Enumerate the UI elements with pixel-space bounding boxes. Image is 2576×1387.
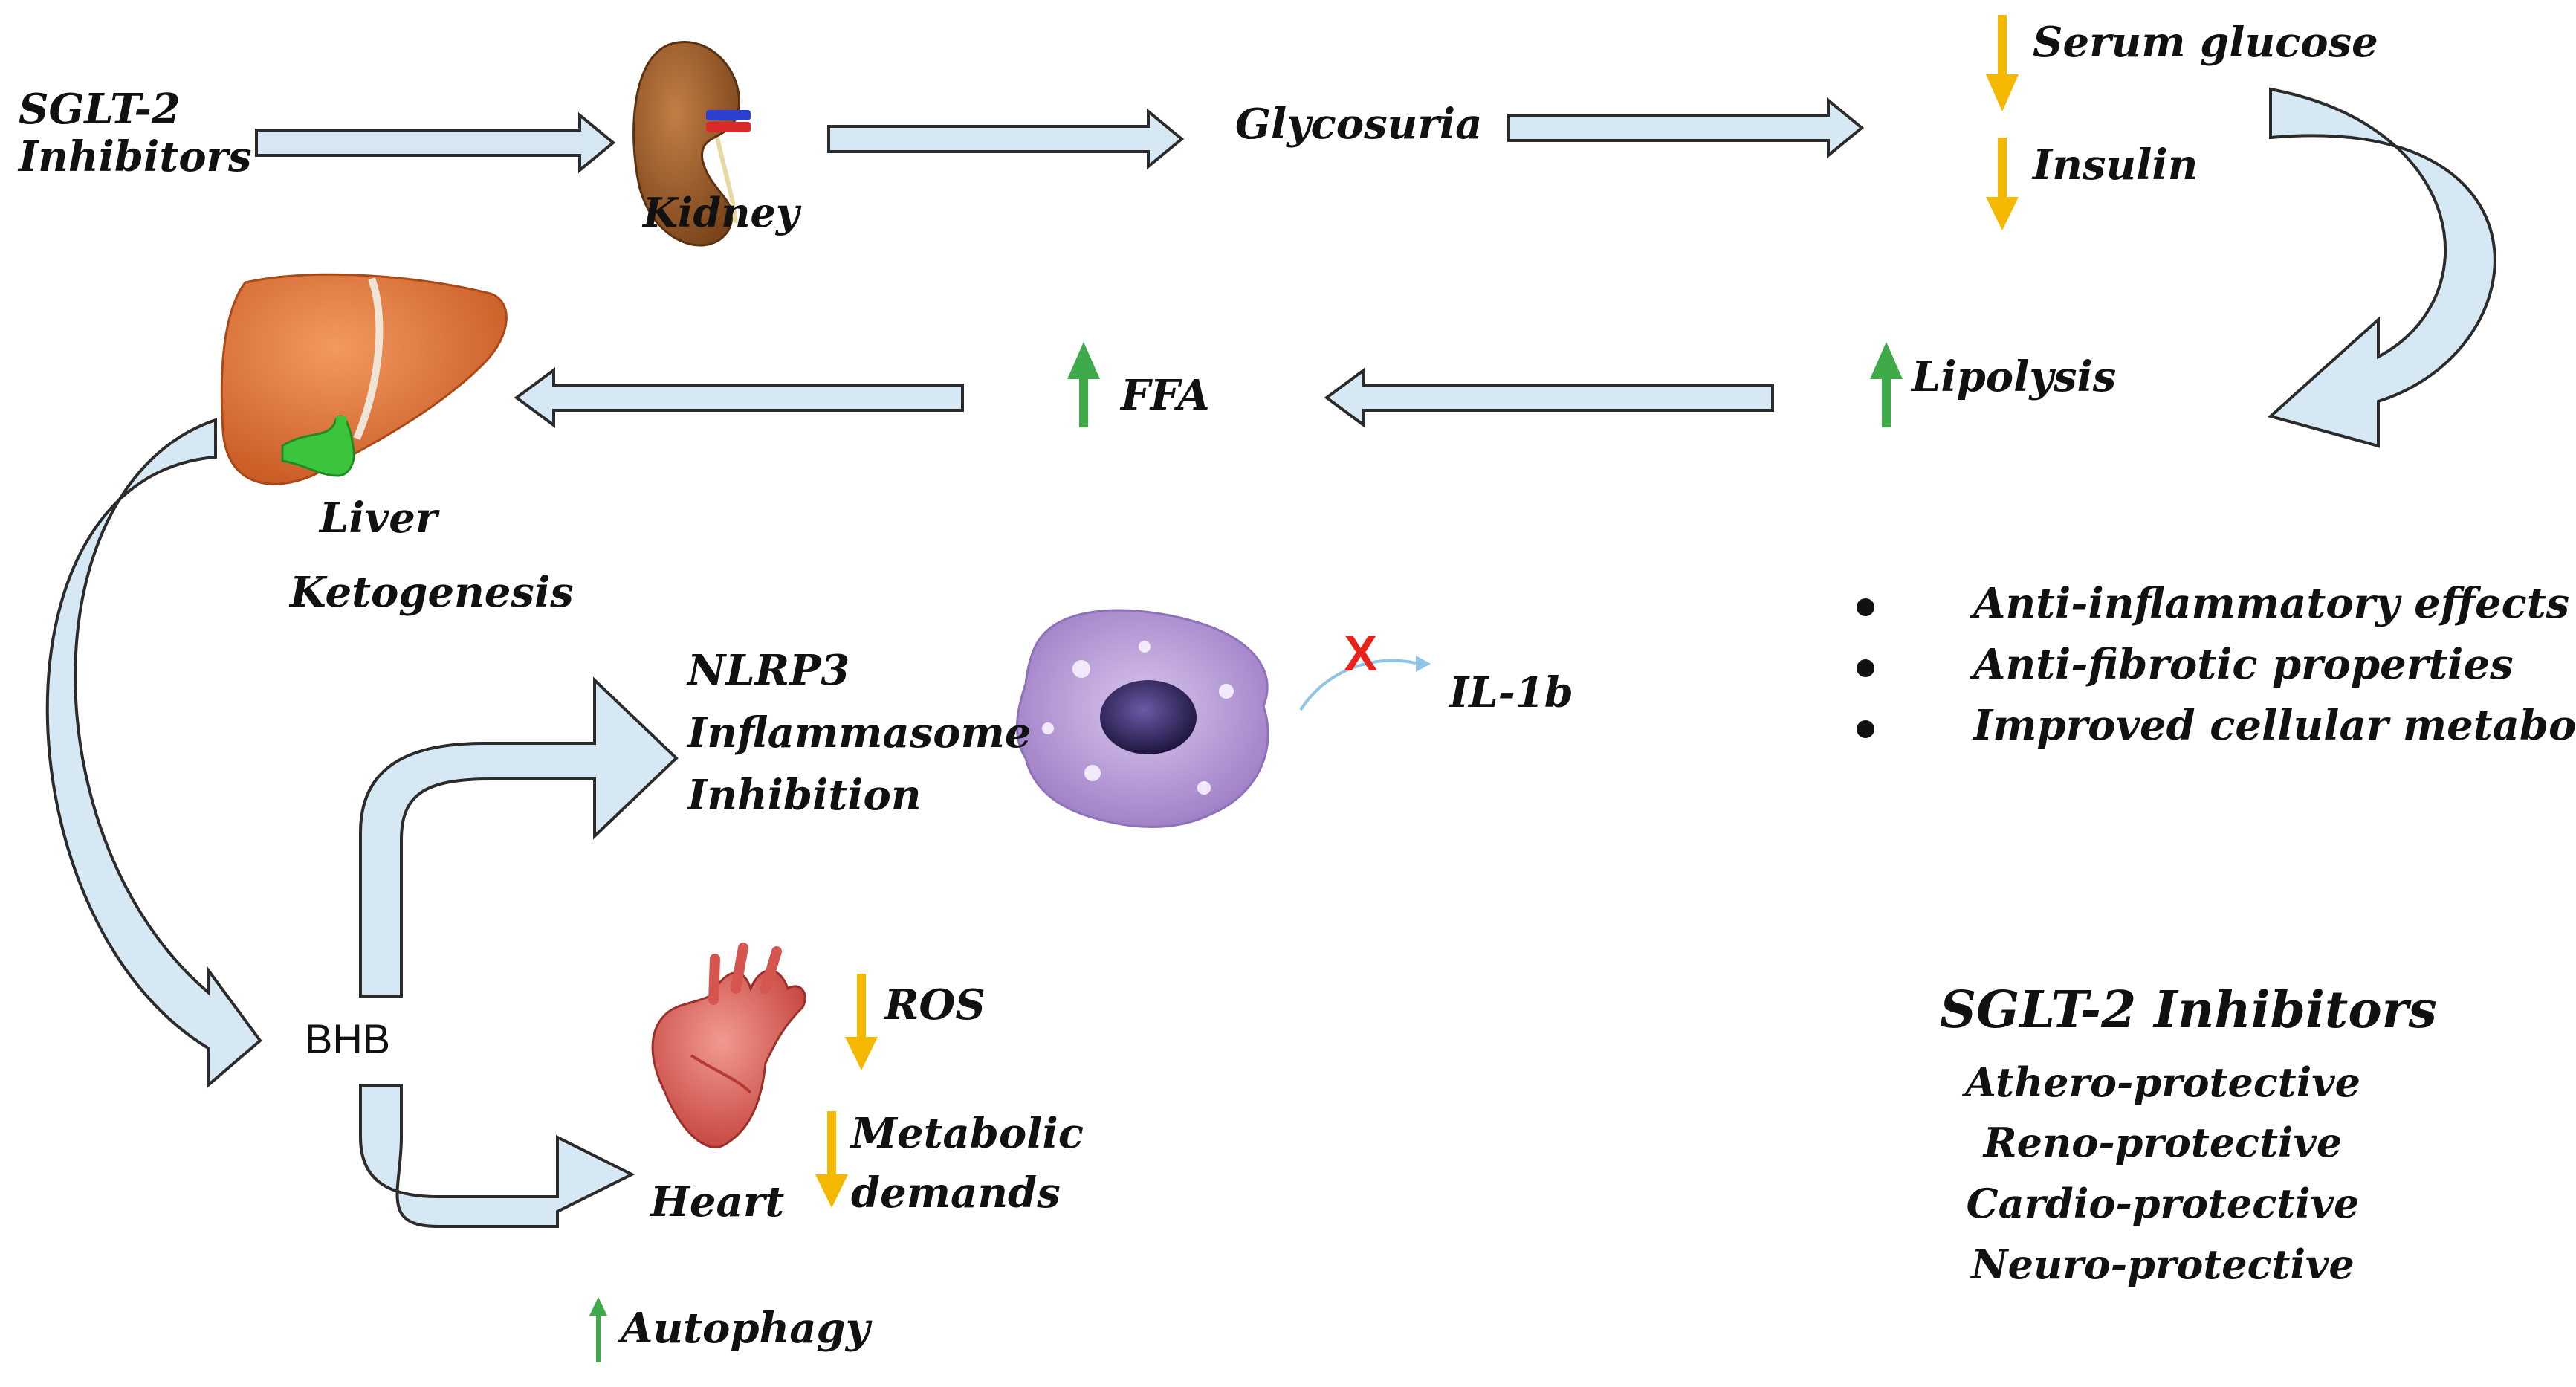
effect-item-3: Improved cellular metabolism [1973,701,2576,750]
il1b-release-arrow [1299,656,1431,711]
liver-icon [220,273,508,485]
flow-arrow-kidney-to-glycosuria [827,108,1185,170]
label-bhb: BHB [305,1015,391,1062]
label-ketogenesis: Ketogenesis [290,568,574,617]
label-ffa: FFA [1121,371,1210,420]
decrease-arrow-insulin [1986,138,2019,230]
effect-bullet-2 [1857,659,1874,677]
label-insulin: Insulin [2033,140,2198,190]
increase-arrow-autophagy [589,1297,607,1362]
blocked-x-mark: X [1344,625,1378,682]
label-heart: Heart [650,1177,785,1226]
arrow-bhb-to-nlrp3 [359,676,679,998]
macrophage-cell-icon [1016,609,1269,828]
summary-title: SGLT-2 Inhibitors [1940,980,2437,1040]
decrease-arrow-ros [845,974,878,1070]
decrease-arrow-metabolic-demands [815,1111,848,1208]
increase-arrow-lipolysis [1870,342,1903,427]
summary-item-neuro: Neuro-protective [1971,1241,2355,1288]
kidney-icon [632,41,751,247]
flow-arrow-ffa-to-liver [514,367,964,428]
increase-arrow-ffa [1067,342,1100,427]
decrease-arrow-serum-glucose [1986,15,2019,111]
label-autophagy: Autophagy [621,1304,870,1353]
arrow-bhb-to-heart [359,1084,635,1228]
curved-arrow-liver-to-bhb [45,418,262,1089]
effect-bullet-3 [1857,720,1874,738]
label-lipolysis: Lipolysis [1912,352,2117,401]
effect-item-2: Anti-fibrotic properties [1973,640,2514,689]
label-liver: Liver [320,494,438,543]
curved-arrow-insulin-to-lipolysis [2267,87,2496,448]
label-serum-glucose: Serum glucose [2033,18,2378,67]
summary-item-cardio: Cardio-protective [1966,1180,2360,1227]
heart-organ-icon [651,943,806,1148]
label-nlrp3-inflammasome-inhibition: NLRP3 Inflammasome Inhibition [687,646,1032,820]
summary-item-reno: Reno-protective [1983,1119,2343,1166]
label-ros: ROS [884,980,986,1029]
flow-arrow-lipolysis-to-ffa [1324,367,1774,428]
flow-arrow-sglt2-to-kidney [255,111,616,174]
effect-bullet-1 [1857,598,1874,616]
flow-arrow-glycosuria-to-glucose [1507,97,1865,159]
label-sglt2-inhibitors: SGLT-2 Inhibitors [19,85,252,182]
label-glycosuria: Glycosuria [1235,100,1483,149]
summary-item-athero: Athero-protective [1965,1058,2360,1106]
label-il1b: IL-1b [1449,668,1573,717]
label-kidney: Kidney [643,189,800,236]
label-metabolic-demands: Metabolic demands [851,1109,1084,1218]
effect-item-1: Anti-inflammatory effects [1973,579,2570,628]
